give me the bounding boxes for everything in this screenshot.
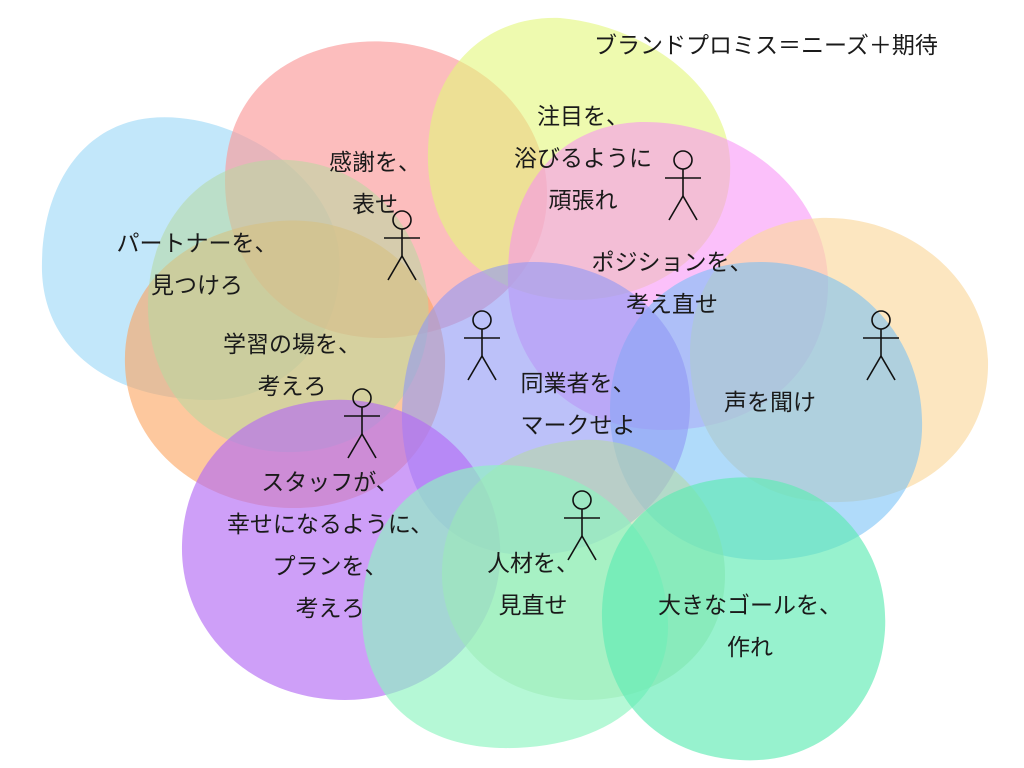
blob-goal bbox=[601, 477, 886, 761]
bubble-label-partner: パートナーを、 見つけろ bbox=[117, 223, 278, 307]
label-line: スタッフが、 bbox=[261, 470, 399, 496]
label-line: 考えろ bbox=[295, 596, 365, 622]
label-line: マークせよ bbox=[520, 413, 636, 439]
stick-figure-icon bbox=[863, 310, 899, 381]
bubble-label-learning: 学習の場を、 考えろ bbox=[223, 324, 361, 408]
label-line: パートナーを、 bbox=[116, 231, 278, 257]
bubble-label-gratitude: 感謝を、 表せ bbox=[329, 142, 421, 226]
bubble-label-goal: 大きなゴールを、 作れ bbox=[658, 585, 842, 669]
label-line: 考え直せ bbox=[626, 292, 718, 318]
label-line: 大きなゴールを、 bbox=[658, 593, 842, 619]
bubble-label-voice: 声を聞け bbox=[724, 382, 816, 424]
bubble-label-attention: 注目を、 浴びるように 頑張れ bbox=[514, 96, 652, 222]
label-line: 見つけろ bbox=[151, 273, 243, 299]
blob-learning bbox=[147, 159, 429, 453]
label-line: 同業者を、 bbox=[520, 371, 636, 397]
label-line: 見直せ bbox=[498, 593, 568, 619]
stick-figure-icon bbox=[384, 210, 420, 281]
label-line: ポジションを、 bbox=[591, 250, 753, 276]
label-line: プランを、 bbox=[272, 554, 388, 580]
bubble-label-competitor: 同業者を、 マークせよ bbox=[521, 363, 636, 447]
stick-figure-icon bbox=[344, 388, 380, 459]
label-line: 作れ bbox=[727, 635, 773, 661]
label-line: 感謝を、 bbox=[329, 150, 421, 176]
label-line: 注目を、 bbox=[537, 104, 629, 130]
bubble-label-position: ポジションを、 考え直せ bbox=[592, 242, 753, 326]
stick-figure-icon bbox=[665, 150, 701, 221]
bubble-label-talent: 人材を、 見直せ bbox=[487, 543, 579, 627]
stick-figure-icon bbox=[564, 490, 600, 561]
label-line: 考えろ bbox=[257, 374, 327, 400]
diagram-title: ブランドプロミス＝ニーズ＋期待 bbox=[594, 33, 938, 59]
label-line: 頑張れ bbox=[548, 188, 618, 214]
label-line: 表せ bbox=[352, 192, 398, 218]
label-line: 学習の場を、 bbox=[223, 332, 361, 358]
bubble-label-staff: スタッフが、 幸せになるように、 プランを、 考えろ bbox=[227, 462, 433, 630]
stick-figure-icon bbox=[464, 310, 500, 381]
label-line: 浴びるように bbox=[514, 146, 652, 172]
label-line: 人材を、 bbox=[487, 551, 579, 577]
blob-mint bbox=[362, 465, 669, 749]
label-line: 声を聞け bbox=[724, 390, 816, 416]
label-line: 幸せになるように、 bbox=[226, 512, 434, 538]
